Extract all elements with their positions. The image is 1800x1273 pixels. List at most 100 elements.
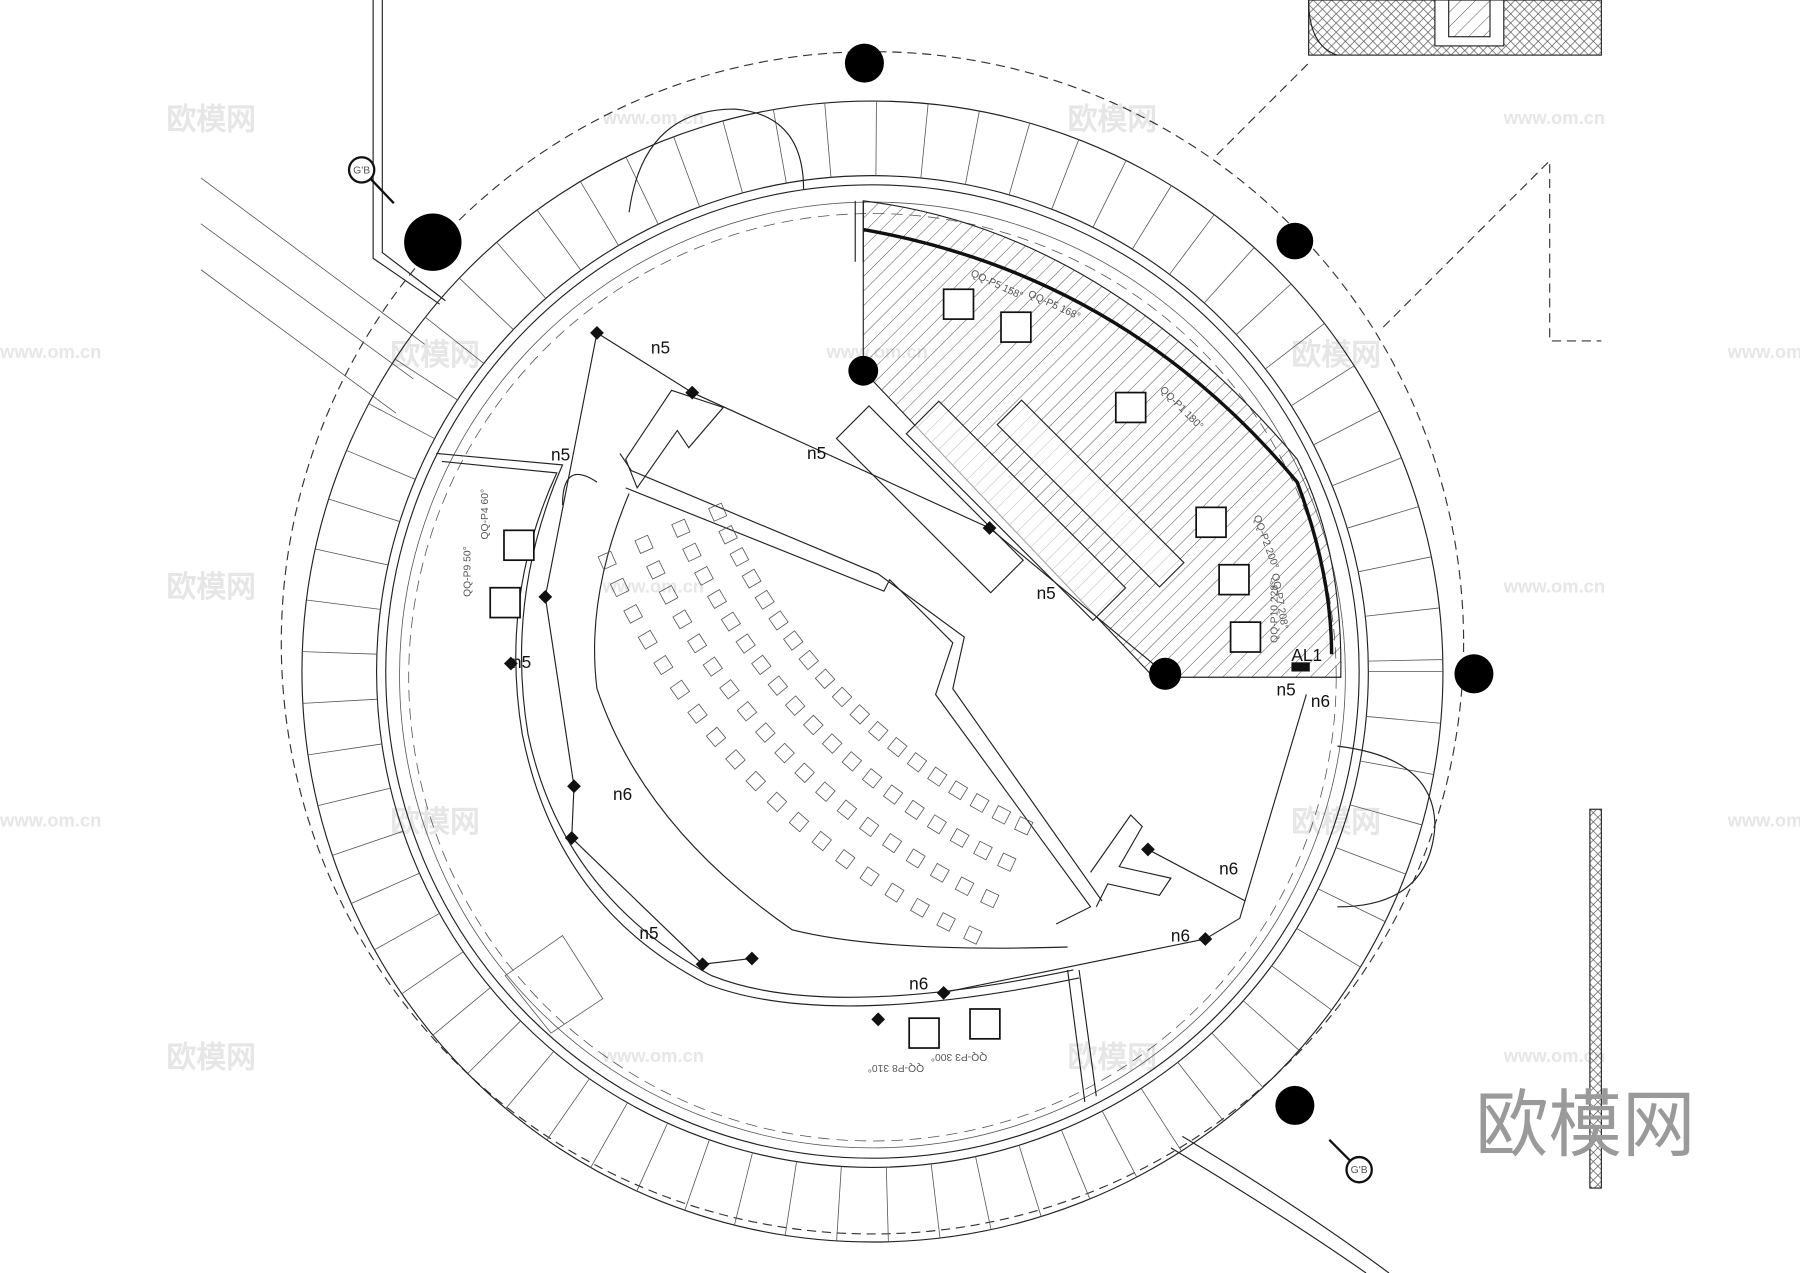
seat [905, 848, 926, 869]
panel-divider [975, 1156, 992, 1230]
watermark-site: www.om.cn [602, 1045, 704, 1066]
seat [861, 768, 883, 789]
seat [735, 633, 756, 654]
panel-divider [536, 209, 582, 271]
light-fixture-icon [538, 590, 553, 604]
panel-divider [315, 548, 389, 566]
panel-divider [875, 101, 877, 176]
right-wall-fragment [1589, 808, 1602, 1189]
projector-box [908, 1017, 940, 1049]
seat [936, 912, 956, 932]
column-icon [404, 213, 462, 271]
watermark-text: 欧模网 [390, 338, 479, 373]
seat [767, 675, 789, 696]
auditorium-walls [436, 389, 1172, 1103]
light-fixture-icon [1141, 842, 1155, 857]
panel-divider [1051, 139, 1080, 210]
watermark-text: 欧模网 [390, 805, 479, 840]
seat [634, 534, 654, 554]
panel-divider [1365, 607, 1440, 617]
light-fixture-icon [564, 831, 579, 845]
circuit-label: n5 [639, 923, 658, 943]
seat [774, 742, 795, 764]
circuit-label: n5 [1277, 680, 1296, 700]
seat [597, 550, 617, 571]
panel-divider [1335, 847, 1406, 875]
watermark-text: 欧模网 [167, 570, 256, 605]
seat [831, 686, 853, 708]
panel-divider [772, 109, 787, 184]
panel-divider [1368, 659, 1443, 662]
panel-divider [308, 743, 382, 756]
panel-divider [332, 830, 404, 856]
column-icon [1275, 1085, 1315, 1125]
seat [954, 876, 975, 897]
panel-divider [579, 181, 619, 246]
watermark-text: 欧模网 [1068, 1041, 1157, 1076]
watermark-site: www.om.cn [1503, 575, 1605, 596]
seat [718, 525, 738, 545]
projector-box [503, 529, 535, 562]
light-fixture-icon [590, 325, 604, 340]
panel-divider [374, 913, 440, 951]
panel-divider [328, 498, 400, 522]
seat [969, 793, 990, 813]
panel-divider [1177, 1062, 1225, 1122]
seat [784, 695, 806, 716]
watermark-site: www.om.cn [1727, 341, 1800, 362]
panel-divider [734, 1152, 753, 1226]
seat [815, 781, 836, 802]
panel-divider [885, 1167, 889, 1242]
circuit-label: n5 [807, 443, 826, 463]
light-fixture-icon [745, 951, 759, 966]
light-fixture-icon [936, 986, 951, 1000]
adjacent-building [1308, 0, 1602, 56]
panel-divider [1360, 760, 1434, 775]
seat [623, 604, 644, 624]
facade-panel-ring [301, 100, 1444, 1243]
seat [973, 840, 993, 861]
circuit-label: n6 [909, 973, 928, 993]
seat [835, 848, 856, 870]
circuit-label: n6 [613, 784, 632, 804]
projector-box [942, 288, 975, 320]
panel-divider [401, 951, 464, 995]
column-icon [1149, 657, 1182, 690]
seat [948, 780, 969, 801]
panel-divider [930, 1163, 941, 1239]
circuit-label: n5 [551, 444, 570, 464]
seat [794, 762, 815, 784]
seat [887, 736, 908, 758]
seat [929, 862, 950, 883]
panel-divider [1203, 247, 1255, 304]
column-icon [844, 43, 884, 83]
seat [926, 814, 947, 835]
panel-divider [590, 1102, 628, 1168]
seat [719, 679, 740, 700]
panel-divider [722, 120, 743, 194]
panel-divider [1296, 928, 1361, 968]
seat [694, 566, 714, 586]
panel-divider [1243, 1000, 1300, 1051]
fixture-tag: QQ-P8 310° [868, 1062, 924, 1073]
projector-box [1218, 563, 1250, 596]
panel-divider [496, 241, 547, 299]
seat [927, 766, 948, 787]
circuit-label: n6 [1171, 925, 1190, 945]
seat [672, 609, 693, 630]
watermark-site: www.om.cn [602, 575, 704, 596]
watermark-site: www.om.cn [1503, 107, 1605, 128]
structural-columns [404, 43, 1494, 1125]
panel-divider [1347, 506, 1419, 529]
seat [980, 888, 1000, 909]
light-fixture-icon [567, 779, 581, 794]
circuit-label: n5 [651, 338, 670, 358]
panel-divider [302, 651, 377, 655]
seat [754, 589, 775, 610]
projector-box [969, 1008, 1001, 1040]
site-boundary-circle [280, 51, 1465, 1235]
seat [768, 610, 789, 631]
